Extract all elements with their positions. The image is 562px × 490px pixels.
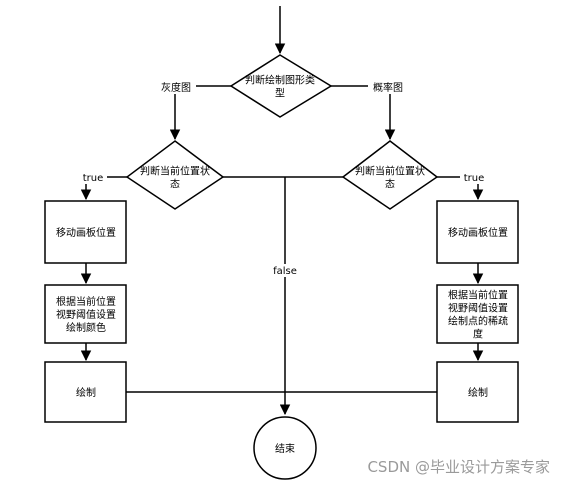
node-text-line: 结束: [275, 442, 295, 455]
node-text-line: 视野阈值设置: [56, 308, 116, 321]
node-text-line: 判断当前位置状: [355, 165, 425, 178]
label-true-left: true: [83, 173, 104, 184]
draw-left-text: 绘制: [76, 386, 96, 399]
node-text-line: 视野阈值设置: [448, 302, 508, 315]
density-right-text: 根据当前位置视野阈值设置绘制点的稀疏度: [448, 289, 508, 341]
node-text-line: 绘制颜色: [66, 321, 106, 334]
decision-right-node: 判断当前位置状态: [341, 140, 439, 210]
decision-type-text: 判断绘制图形类型: [245, 74, 315, 100]
node-text-line: 度: [473, 328, 483, 341]
decision-type-node: 判断绘制图形类型: [229, 54, 333, 118]
node-text-line: 判断当前位置状: [140, 165, 210, 178]
node-text-line: 移动画板位置: [448, 226, 508, 239]
label-grayscale: 灰度图: [161, 81, 191, 94]
node-text-line: 绘制: [76, 386, 96, 399]
draw-left-node: 绘制: [44, 361, 127, 423]
move-left-text: 移动画板位置: [56, 226, 116, 239]
node-text-line: 根据当前位置: [448, 289, 508, 302]
decision-right-text: 判断当前位置状态: [355, 165, 425, 191]
node-text-line: 判断绘制图形类: [245, 74, 315, 87]
draw-right-text: 绘制: [468, 386, 488, 399]
label-true-right: true: [464, 173, 485, 184]
decision-left-text: 判断当前位置状态: [140, 165, 210, 191]
end-node: 结束: [253, 416, 317, 480]
color-left-node: 根据当前位置视野阈值设置绘制颜色: [44, 284, 127, 344]
node-text-line: 态: [170, 178, 180, 191]
density-right-node: 根据当前位置视野阈值设置绘制点的稀疏度: [436, 284, 519, 344]
label-false: false: [273, 266, 297, 277]
node-text-line: 绘制: [468, 386, 488, 399]
color-left-text: 根据当前位置视野阈值设置绘制颜色: [56, 295, 116, 334]
edge-labels: 灰度图 概率图 true true false: [79, 80, 488, 277]
decision-left-node: 判断当前位置状态: [125, 140, 225, 210]
node-text-line: 绘制点的稀疏: [448, 315, 508, 328]
label-probability: 概率图: [373, 81, 403, 94]
draw-right-node: 绘制: [436, 361, 519, 423]
move-right-node: 移动画板位置: [436, 200, 519, 264]
end-text: 结束: [275, 442, 295, 455]
node-text-line: 移动画板位置: [56, 226, 116, 239]
move-left-node: 移动画板位置: [44, 200, 127, 264]
node-text-line: 根据当前位置: [56, 295, 116, 308]
move-right-text: 移动画板位置: [448, 226, 508, 239]
watermark: CSDN @毕业设计方案专家: [367, 458, 550, 476]
node-text-line: 型: [275, 87, 285, 100]
node-text-line: 态: [385, 178, 395, 191]
